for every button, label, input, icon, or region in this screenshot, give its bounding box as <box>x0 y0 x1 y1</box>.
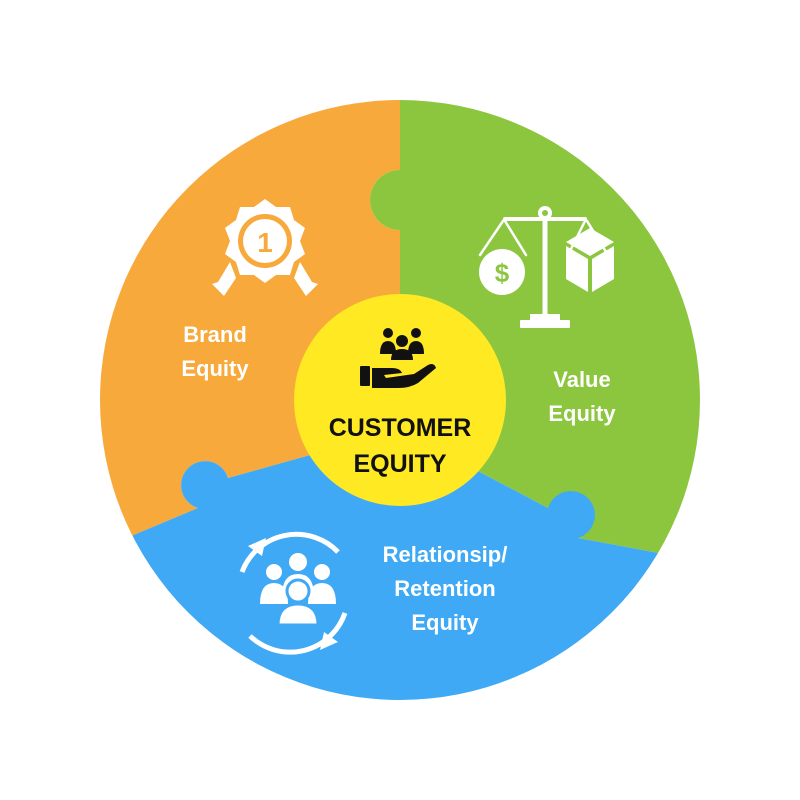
value-label-line2: Equity <box>548 401 616 426</box>
value-equity-label: Value Equity <box>527 363 637 431</box>
relationship-label-line3: Equity <box>411 610 479 635</box>
award-medal-icon: 1 <box>212 199 318 296</box>
center-label-line2: EQUITY <box>353 450 447 478</box>
value-label-line1: Value <box>553 367 611 392</box>
relationship-label-line2: Retention <box>394 576 496 601</box>
brand-label-line2: Equity <box>181 356 249 381</box>
center-label-line1: CUSTOMER <box>328 414 472 442</box>
svg-text:1: 1 <box>257 227 273 258</box>
relationship-label-line1: Relationsip/ <box>382 542 508 567</box>
center-circle <box>294 294 506 506</box>
brand-equity-label: Brand Equity <box>160 318 270 386</box>
relationship-equity-label: Relationsip/ Retention Equity <box>345 538 545 640</box>
brand-label-line1: Brand <box>183 322 247 347</box>
people-cycle-icon <box>239 531 348 655</box>
customer-equity-label: CUSTOMER EQUITY <box>300 410 500 482</box>
hand-with-people-icon <box>360 328 436 388</box>
balance-scale-icon: $ <box>478 206 614 328</box>
svg-text:$: $ <box>495 258 510 288</box>
